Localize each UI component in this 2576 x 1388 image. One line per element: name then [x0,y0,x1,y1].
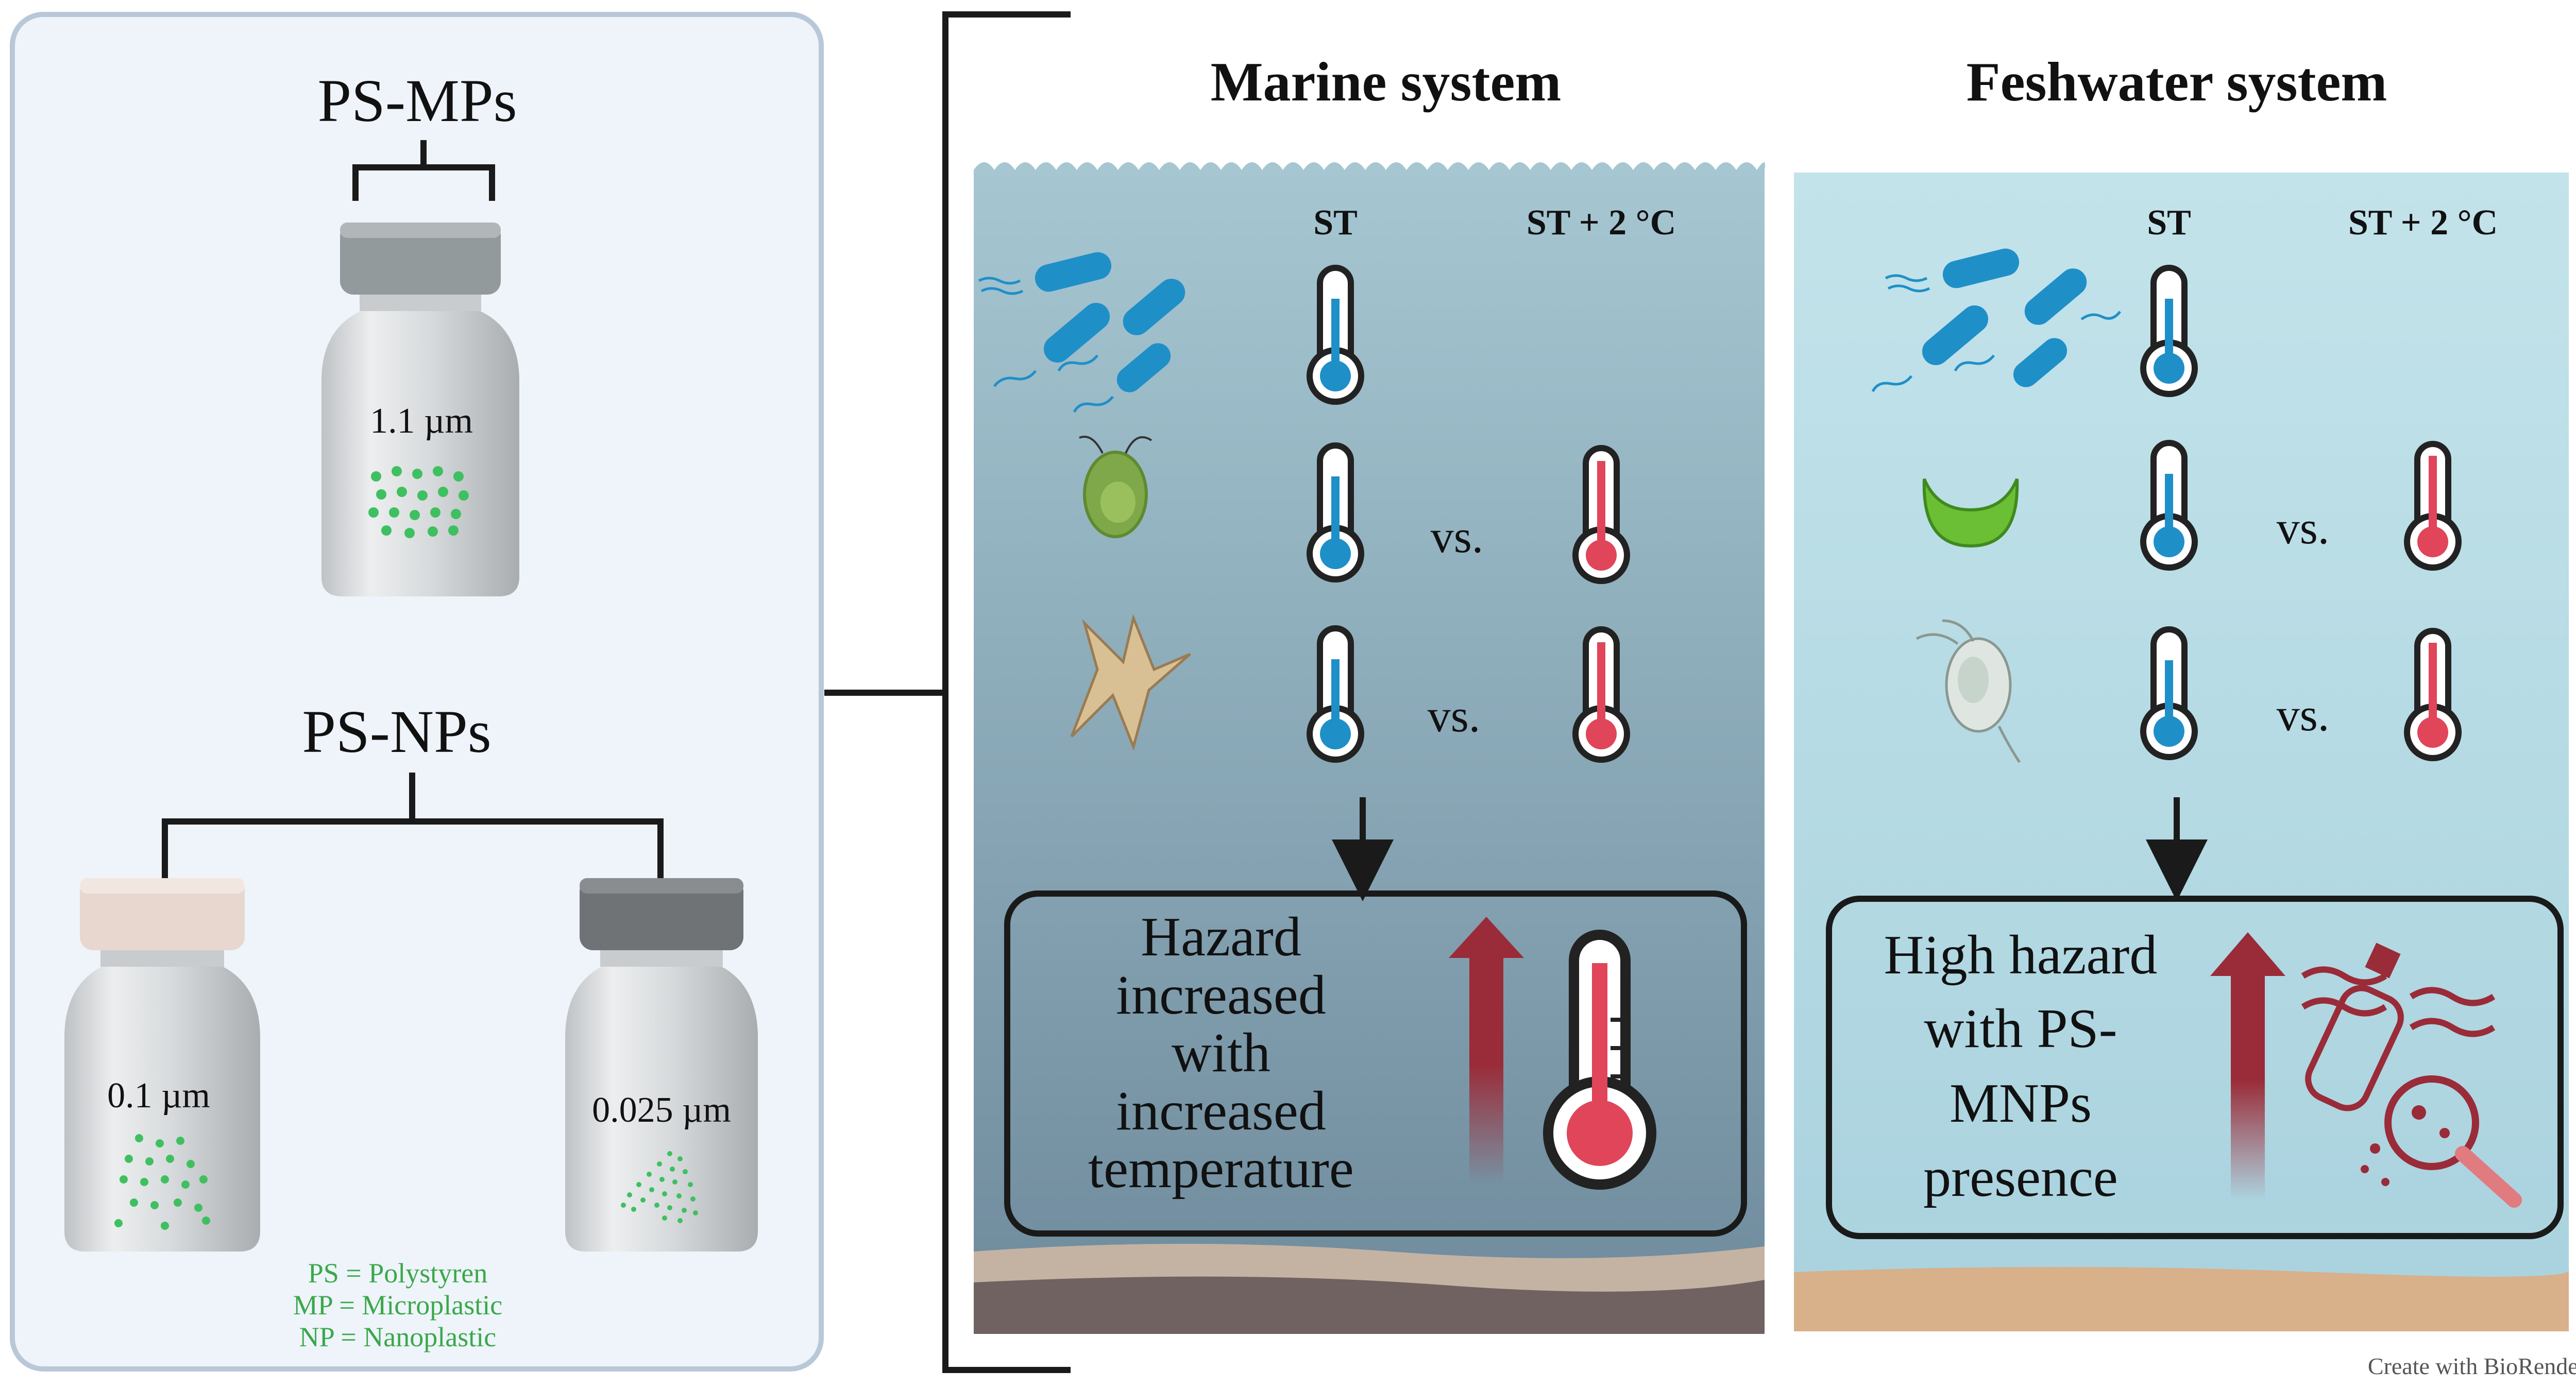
marine-seabed-dark [974,1276,1765,1334]
marine-result-line: Hazard [1141,906,1301,968]
mps-title: PS-MPs [317,67,517,134]
mps-bracket [352,140,495,201]
legend-line-np: NP = Nanoplastic [299,1322,496,1352]
freshwater-result-box [1826,896,2564,1239]
marine-vs-2: vs. [1428,691,1481,742]
nps-size-a-label: 0.1 µm [107,1076,210,1116]
plastics-panel: PS-MPs 1.1 µm PS-NPs 0.1 µm [10,12,824,1372]
marine-result-box [1004,890,1747,1237]
thermometer-cold-icon [1307,442,1364,582]
thermometer-hot-icon [2404,441,2462,571]
freshwater-sand [1794,1267,2569,1331]
nps-title: PS-NPs [302,698,491,765]
freshwater-result-line: High hazard [1884,924,2158,986]
sea-urchin-larva-icon [1070,613,1191,751]
nps-bottle-a [64,878,260,1252]
thermometer-cold-icon [1307,625,1364,763]
thermometer-cold-icon [2140,440,2198,571]
marine-system: Marine system ST ST + 2 °C [974,52,1765,1334]
increase-arrow-icon [1449,917,1524,1185]
bacteria-icon [1871,248,2121,392]
mps-particles [368,466,469,538]
freshwater-microalga-icon [1922,478,2019,548]
freshwater-col-st: ST [2147,203,2191,243]
legend-line-ps: PS = Polystyren [308,1258,488,1289]
thermometer-cold-icon [2140,265,2198,397]
nps-size-b-label: 0.025 µm [592,1090,731,1130]
thermometer-hot-icon [1572,626,1630,763]
marine-col-st2: ST + 2 °C [1527,203,1676,243]
freshwater-system: Feshwater system ST ST + 2 °C [1794,52,2569,1331]
marine-result-line: increased [1116,1081,1326,1142]
thermometer-hot-large-icon [1543,930,1656,1190]
freshwater-result-line: MNPs [1950,1073,2092,1134]
legend: PS = Polystyren MP = Microplastic NP = N… [293,1258,502,1352]
freshwater-result-text: High hazard with PS- MNPs presence [1884,924,2158,1208]
thermometer-cold-icon [2140,626,2198,760]
marine-result-line: with [1172,1022,1270,1084]
marine-title: Marine system [1211,52,1562,113]
mps-bottle [321,222,519,596]
thermometer-hot-icon [1572,445,1630,584]
freshwater-result-line: presence [1923,1147,2118,1208]
biorender-credit: Create with BioRender [2368,1353,2576,1379]
mps-size-label: 1.1 µm [370,401,473,441]
marine-result-line: increased [1116,965,1326,1026]
marine-col-st: ST [1313,203,1358,243]
thermometer-hot-icon [2404,628,2462,761]
freshwater-result-line: with PS- [1924,998,2117,1059]
marine-result-text: Hazard increased with increased temperat… [1088,906,1354,1199]
freshwater-title: Feshwater system [1967,52,2387,113]
freshwater-vs-1: vs. [2277,503,2330,554]
bacteria-icon [978,252,1185,413]
nps-particles-b [621,1151,698,1223]
daphnia-icon [1916,619,2021,763]
thermometer-cold-icon [1307,265,1364,405]
marine-result-line: temperature [1088,1138,1354,1199]
plastic-bottle-pollution-icon [2301,943,2496,1111]
freshwater-vs-2: vs. [2277,690,2330,741]
marine-microalga-icon [1079,436,1153,538]
nps-bracket [162,773,664,886]
legend-line-mp: MP = Microplastic [293,1290,502,1321]
freshwater-col-st2: ST + 2 °C [2348,203,2498,243]
increase-arrow-icon [2210,932,2285,1200]
nps-particles-a [114,1134,210,1230]
marine-water [974,162,1765,1334]
connector-bracket [824,11,1071,1373]
magnifier-icon [2361,1075,2522,1208]
nps-bottle-b [565,878,758,1252]
marine-vs-1: vs. [1431,511,1484,562]
